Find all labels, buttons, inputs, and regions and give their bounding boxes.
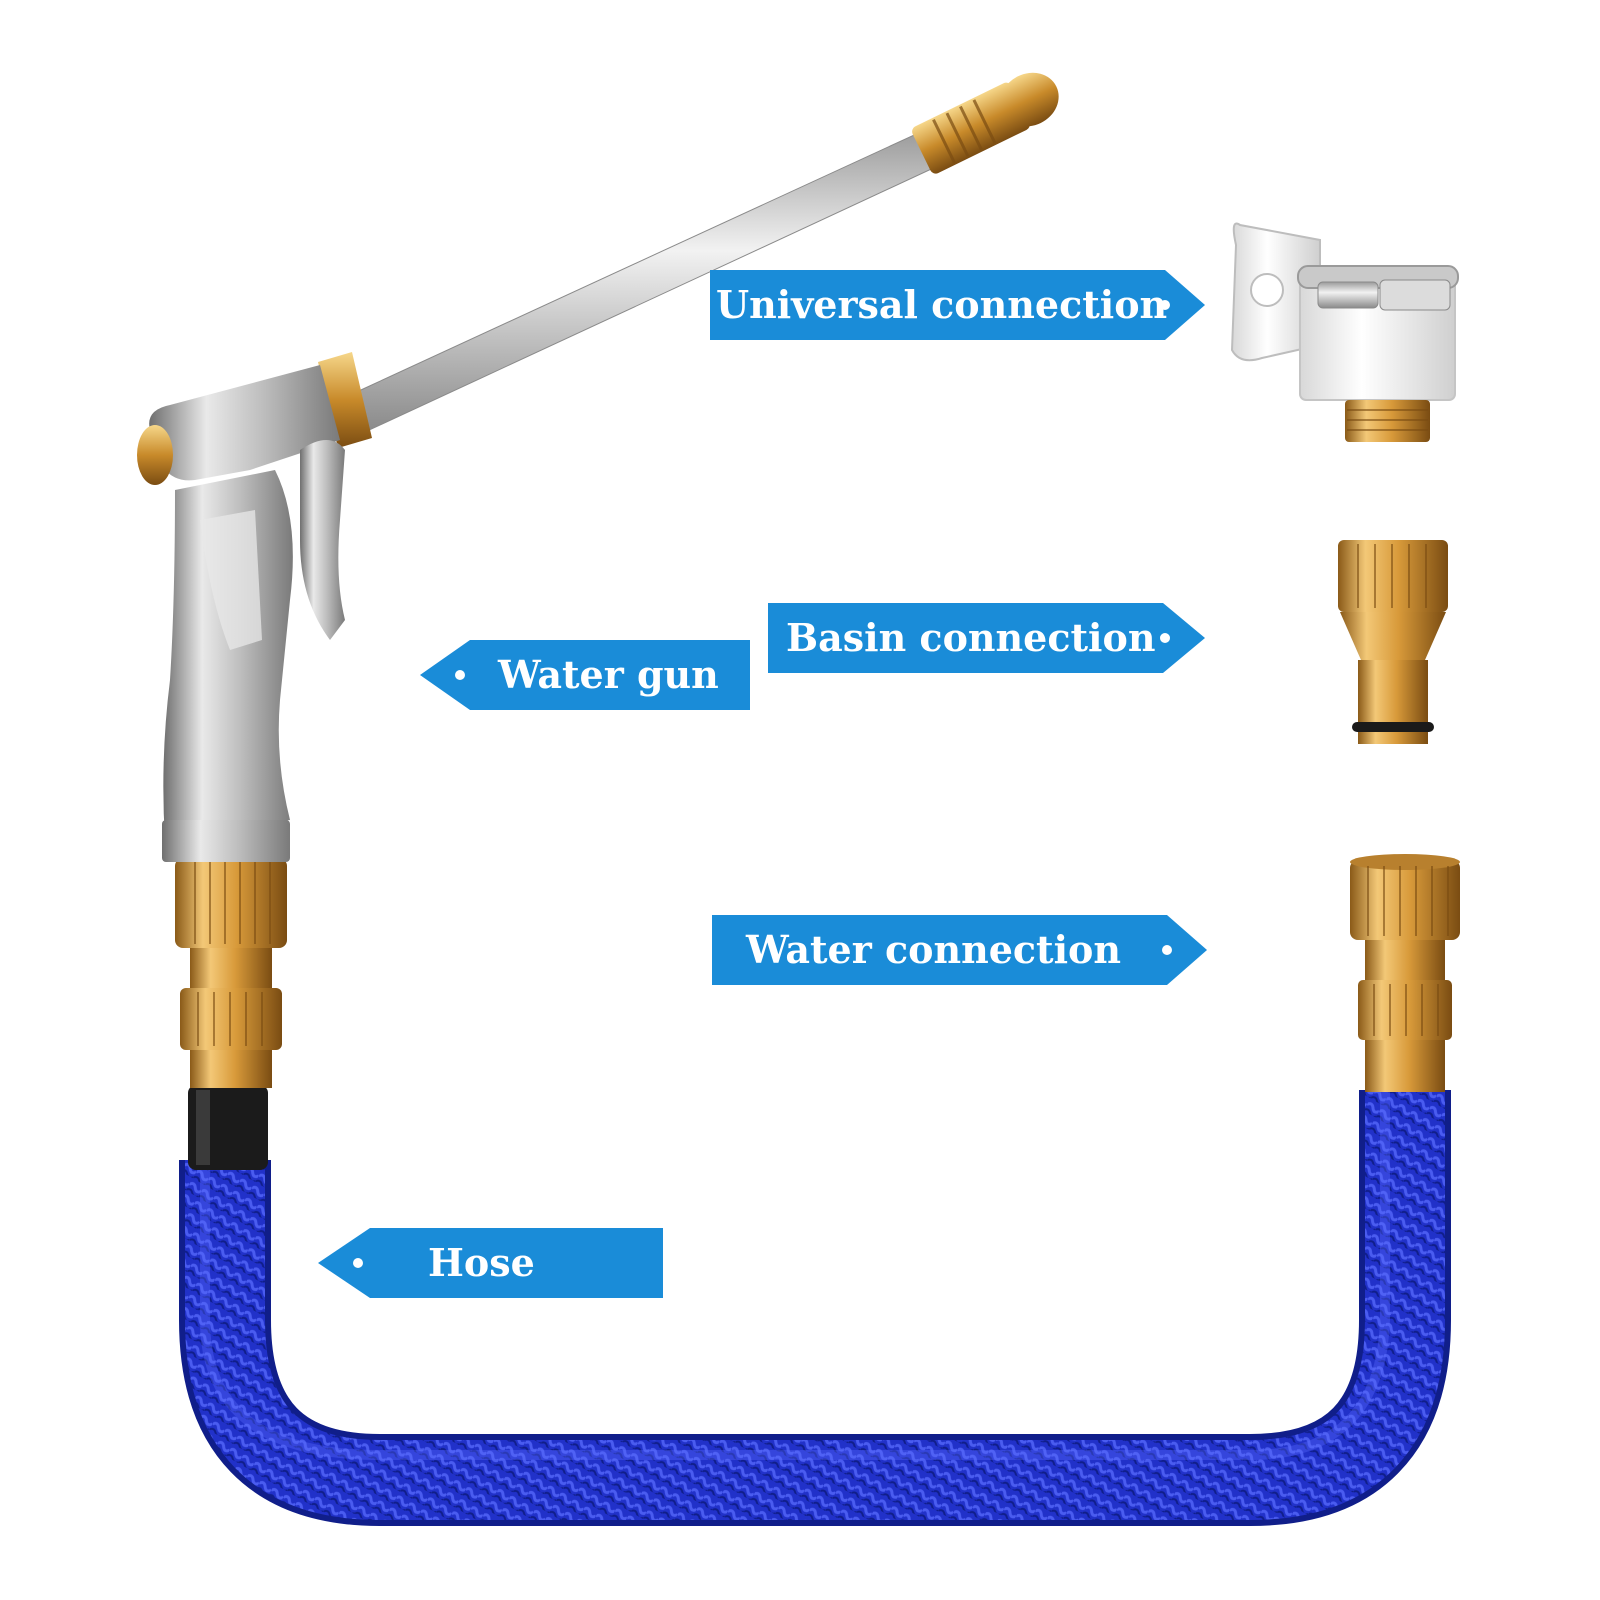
label-hose: Hose bbox=[318, 1228, 663, 1298]
bullet-icon bbox=[353, 1258, 363, 1268]
label-water-connection-text: Water connection bbox=[746, 927, 1121, 972]
arrow-tag-icon bbox=[318, 1228, 663, 1298]
label-water-gun: Water gun bbox=[420, 640, 750, 710]
label-water-connection: Water connection bbox=[712, 915, 1207, 985]
water-connection-part bbox=[1350, 854, 1460, 1092]
arrow-tag-icon bbox=[710, 270, 1205, 340]
universal-connection-part bbox=[1230, 222, 1459, 442]
label-basin-connection-text: Basin connection bbox=[786, 615, 1156, 660]
arrow-tag-icon bbox=[768, 603, 1205, 673]
left-brass-coupling bbox=[175, 858, 287, 1088]
arrow-tag-icon bbox=[420, 640, 750, 710]
arrow-tag-icon bbox=[712, 915, 1207, 985]
label-universal-connection: Universal connection bbox=[710, 270, 1205, 340]
basin-connection-part bbox=[1338, 540, 1448, 744]
label-basin-connection: Basin connection bbox=[768, 603, 1205, 673]
water-gun bbox=[137, 72, 1059, 862]
bullet-icon bbox=[1160, 633, 1170, 643]
bullet-icon bbox=[1162, 945, 1172, 955]
label-hose-text: Hose bbox=[428, 1240, 535, 1285]
bullet-icon bbox=[455, 670, 465, 680]
hose-collar bbox=[188, 1085, 268, 1170]
label-universal-connection-text: Universal connection bbox=[716, 282, 1168, 327]
bullet-icon bbox=[1160, 300, 1170, 310]
label-water-gun-text: Water gun bbox=[498, 652, 719, 697]
hose bbox=[179, 1090, 1451, 1526]
